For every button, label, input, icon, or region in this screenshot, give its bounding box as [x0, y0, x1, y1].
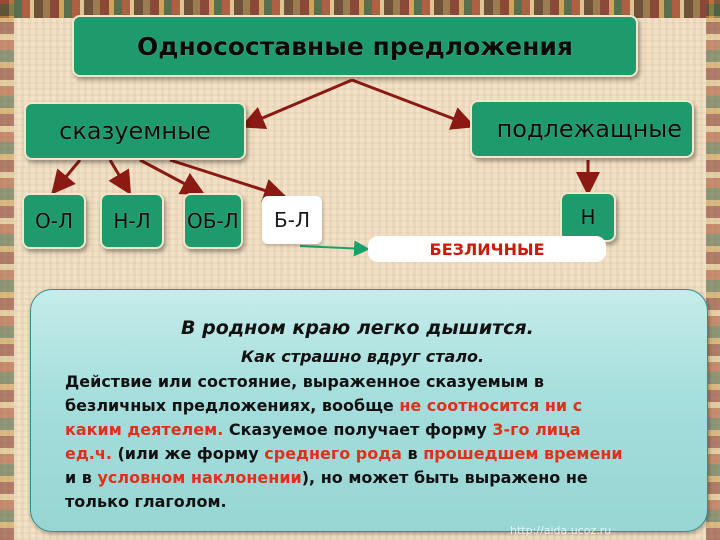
explanation-highlight: 3-го лица ед.ч. [65, 420, 581, 463]
group-subject-label: подлежащные [496, 115, 682, 143]
watermark: http://aida.ucoz.ru [510, 524, 612, 537]
impersonal-caption: БЕЗЛИЧНЫЕ [368, 236, 606, 262]
group-predicate-label: сказуемные [59, 117, 211, 145]
example-sentence-1: В родном краю легко дышится. [181, 317, 534, 339]
type-obl-label: ОБ-Л [187, 209, 239, 233]
type-ol-label: О-Л [35, 209, 73, 233]
type-nl-box: Н-Л [100, 193, 164, 249]
arrow-left-to-ol [51, 159, 82, 195]
explanation-highlight: не соотносится ни с каким деятелем. [65, 396, 583, 439]
title-text: Односоставные предложения [137, 31, 573, 61]
type-obl-box: ОБ-Л [183, 193, 243, 249]
arrow-left-to-obl [139, 158, 206, 195]
type-ol-box: О-Л [22, 193, 86, 249]
bookshelf-decoration [0, 0, 720, 18]
explanation-highlight: прошедшем времени [423, 444, 623, 463]
arrow-bl-to-caption [299, 240, 370, 257]
explanation-text: Действие или состояние, выраженное сказу… [65, 372, 544, 415]
explanation-text: ), но может быть выражено не только глаг… [65, 468, 588, 511]
explanation-panel: В родном краю легко дышится. Как страшно… [30, 289, 708, 532]
explanation-text: в [401, 444, 424, 463]
explanation-paragraph: Действие или состояние, выраженное сказу… [65, 370, 625, 514]
left-border-decoration [0, 0, 14, 540]
type-n-label: Н [580, 205, 596, 229]
explanation-text: и в [65, 468, 98, 487]
title-box: Односоставные предложения [72, 15, 638, 77]
explanation-highlight: среднего рода [264, 444, 402, 463]
group-predicate-box: сказуемные [24, 102, 246, 160]
type-nl-label: Н-Л [113, 209, 151, 233]
type-bl-box: Б-Л [262, 196, 322, 244]
arrow-left-to-bl [169, 158, 288, 202]
arrow-title-to-right [351, 78, 476, 130]
arrow-title-to-left [240, 78, 353, 130]
impersonal-caption-text: БЕЗЛИЧНЫЕ [429, 239, 545, 259]
arrow-left-to-nl [108, 159, 132, 196]
group-subject-box: подлежащные [470, 100, 694, 158]
explanation-highlight: условном наклонении [97, 468, 302, 487]
right-border-decoration [706, 0, 720, 540]
type-n-box: Н [560, 192, 616, 242]
explanation-text: Сказуемое получает форму [223, 420, 493, 439]
type-bl-label: Б-Л [274, 208, 310, 232]
explanation-text: (или же форму [111, 444, 265, 463]
example-sentence-2: Как страшно вдруг стало. [241, 347, 485, 366]
